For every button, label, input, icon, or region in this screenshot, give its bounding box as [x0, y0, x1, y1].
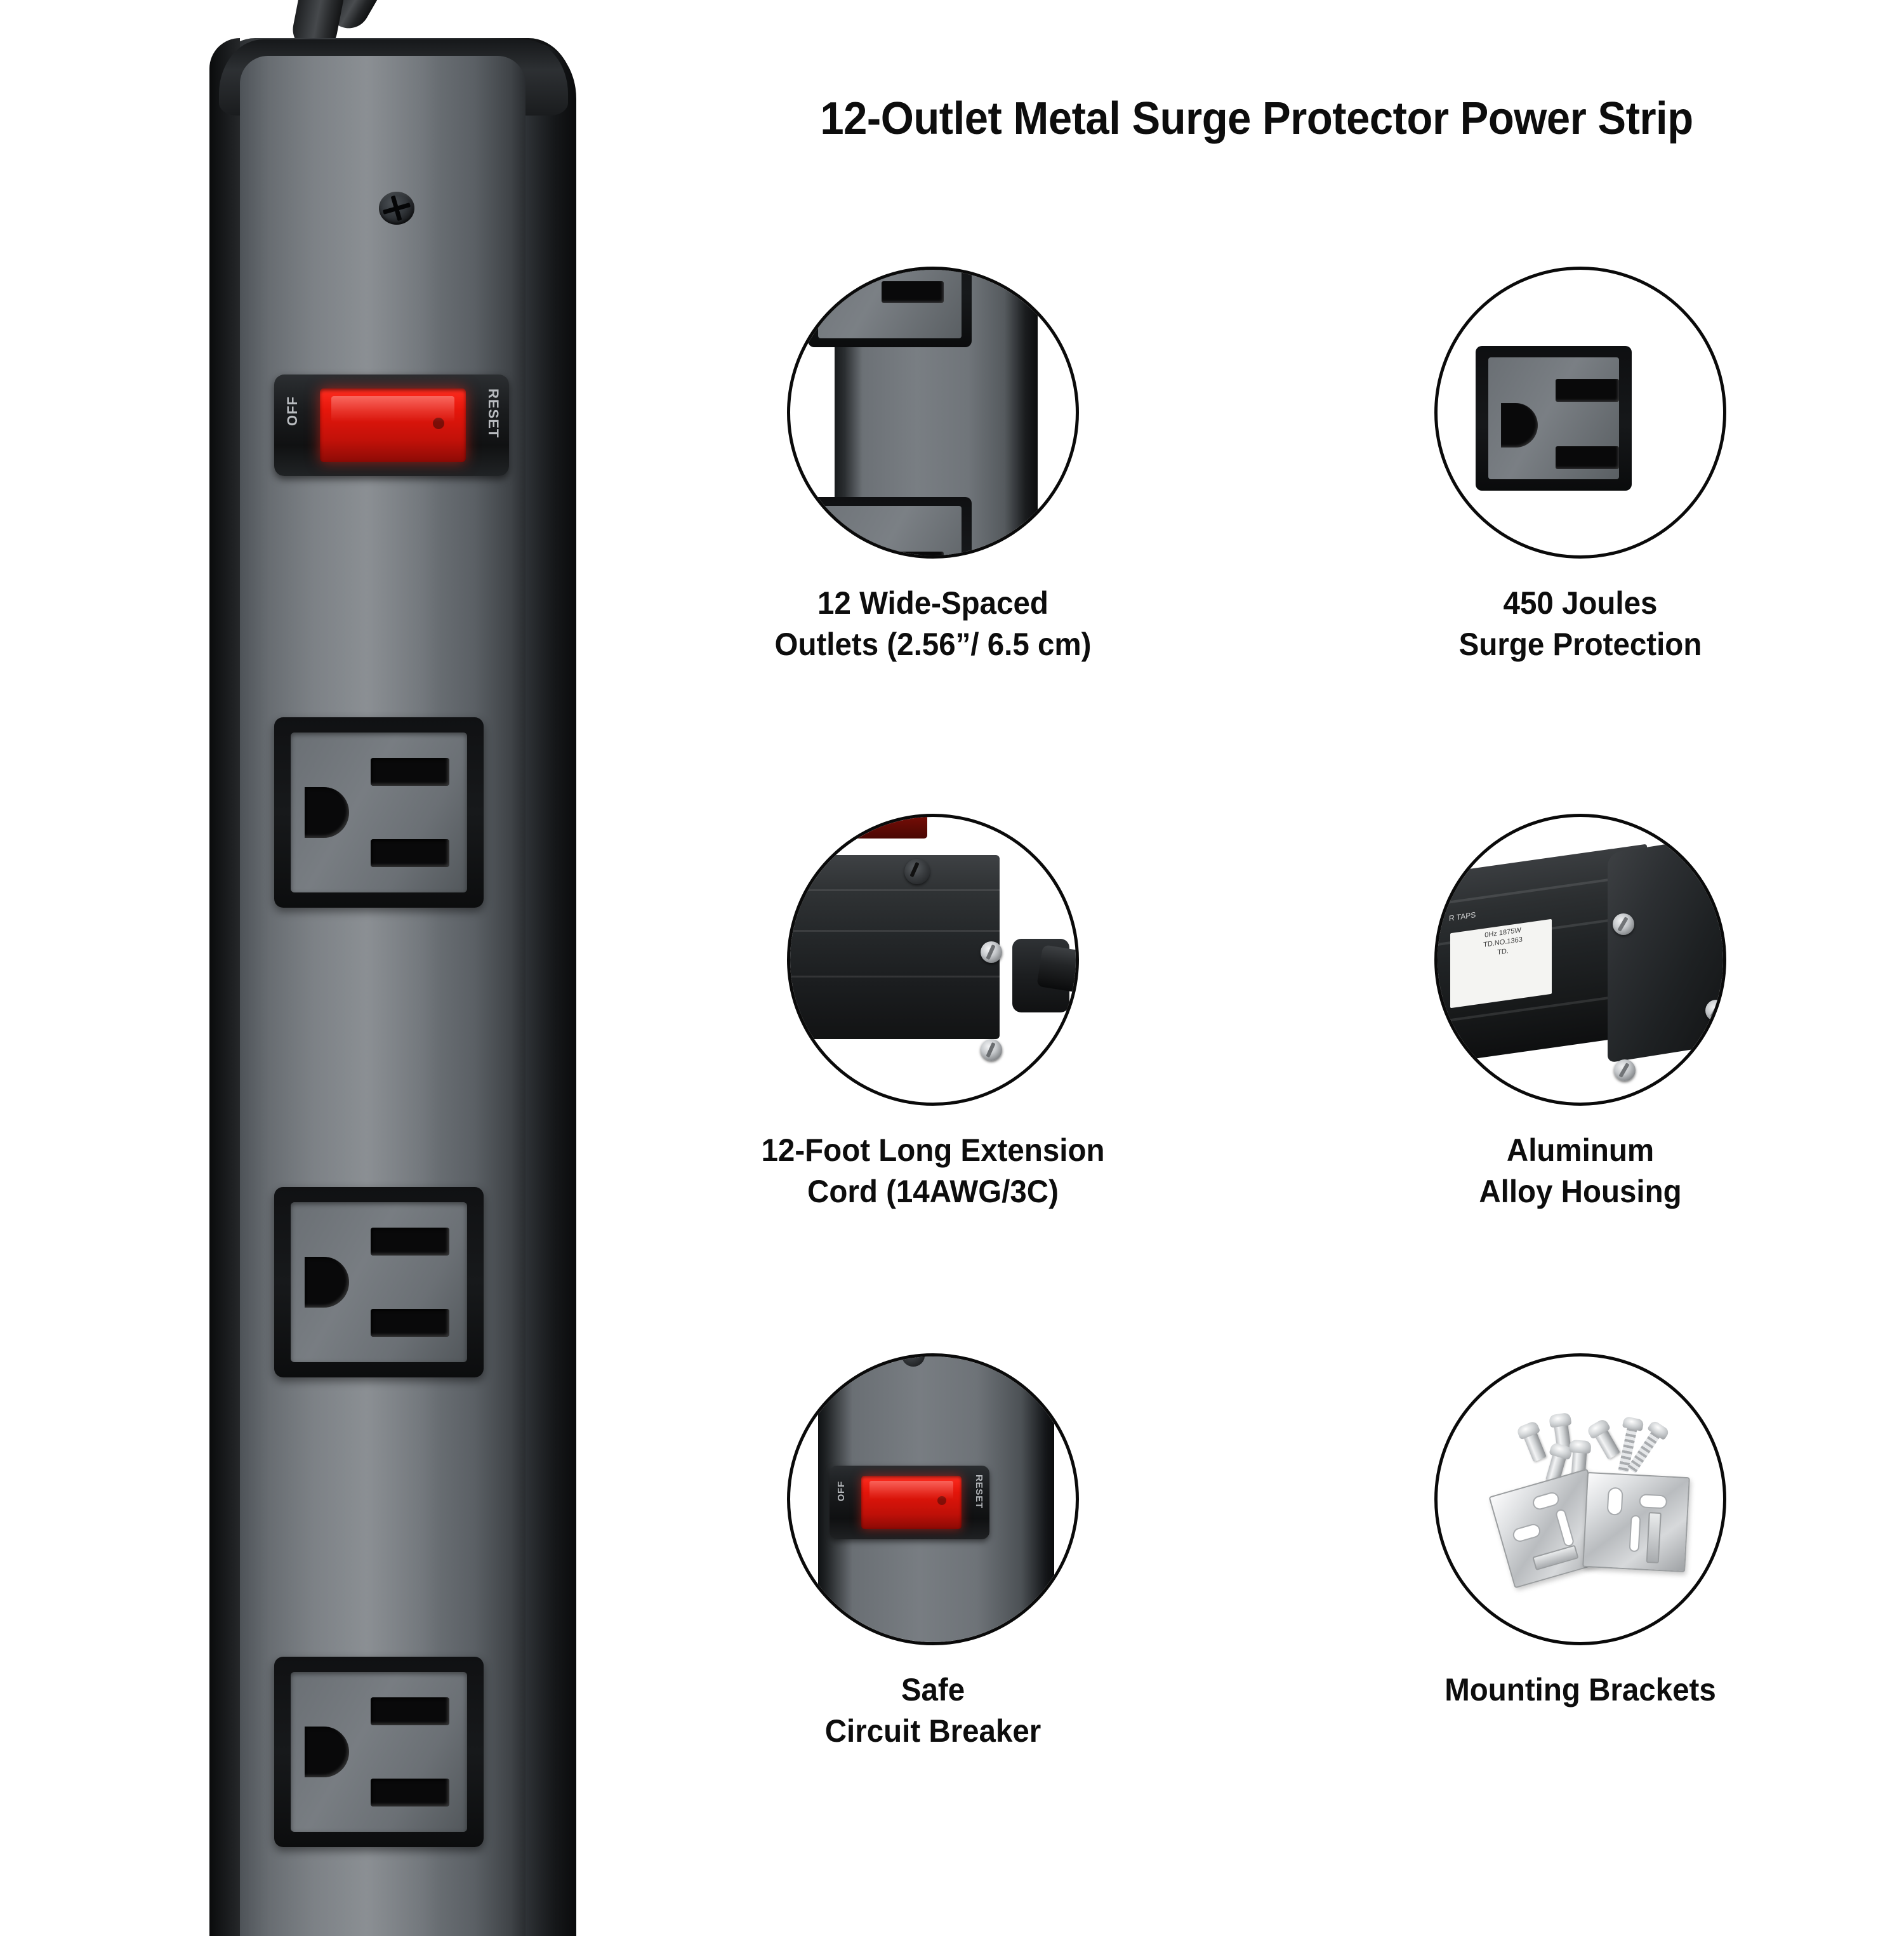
screw-icon: [981, 1039, 1002, 1061]
caption-line-1: 12-Foot Long Extension: [761, 1132, 1105, 1168]
feature-caption: Aluminum Alloy Housing: [1273, 1130, 1888, 1212]
hot-slot: [371, 758, 449, 786]
feature-circuit-breaker: OFF RESET Safe Circuit Breaker: [609, 1353, 1257, 1752]
caption-line-2: Cord (14AWG/3C): [807, 1174, 1059, 1209]
neutral-slot: [371, 839, 449, 867]
feature-surge-protection: 450 Joules Surge Protection: [1257, 267, 1904, 665]
feature-caption: 450 Joules Surge Protection: [1273, 583, 1888, 665]
hot-slot: [371, 1697, 449, 1725]
caption-line-1: Safe: [901, 1672, 965, 1707]
screw-icon: [981, 941, 1002, 963]
neutral-slot: [371, 1309, 449, 1337]
breaker-off-label: OFF: [836, 1481, 847, 1502]
caption-line-1: 12 Wide-Spaced: [817, 585, 1048, 621]
screw-icon: [1613, 913, 1634, 935]
breaker-switch-icon: OFF RESET: [830, 1466, 989, 1539]
feature-extension-cord: 12-Foot Long Extension Cord (14AWG/3C): [609, 814, 1257, 1212]
feature-caption: 12-Foot Long Extension Cord (14AWG/3C): [626, 1130, 1241, 1212]
mounting-bracket: [1582, 1471, 1690, 1573]
feature-mounting-brackets: Mounting Brackets: [1257, 1353, 1904, 1711]
feature-image-two-outlets: [787, 267, 1079, 559]
neutral-slot-icon: [1556, 446, 1619, 469]
rating-label: 0Hz 1875W TD.NO.1363 TD.: [1450, 918, 1552, 1009]
breaker-reset-label: RESET: [974, 1475, 984, 1509]
caption-line-2: Circuit Breaker: [824, 1713, 1041, 1749]
caption-line-2: Outlets (2.56”/ 6.5 cm): [774, 627, 1092, 662]
page-title: 12-Outlet Metal Surge Protector Power St…: [820, 93, 1693, 144]
blade-slot-icon: [882, 281, 944, 303]
outlet-2: [274, 1187, 484, 1377]
power-strip-right-edge: [520, 43, 576, 1936]
blade-slot-icon: [882, 552, 944, 555]
neutral-slot: [371, 1779, 449, 1807]
power-strip-face: [240, 56, 526, 1936]
screw-icon: [902, 1356, 925, 1367]
switch-off-label: OFF: [284, 396, 300, 426]
ground-pin-slot: [305, 1727, 349, 1777]
feature-aluminum-housing: R TAPS 0Hz 1875W TD.NO.1363 TD. Aluminum…: [1257, 814, 1904, 1212]
feature-caption: Mounting Brackets: [1273, 1669, 1888, 1711]
ground-pin-slot: [305, 787, 349, 838]
outlet-3: [274, 1657, 484, 1847]
screw-icon: [1705, 1000, 1723, 1021]
caption-line-2: Alloy Housing: [1479, 1174, 1682, 1209]
feature-caption: Safe Circuit Breaker: [626, 1669, 1241, 1752]
screw-icon: [1707, 870, 1723, 892]
ground-pin-slot-icon: [1501, 403, 1538, 448]
feature-image-breaker-switch: OFF RESET: [787, 1353, 1079, 1645]
screw-icon: [1585, 1417, 1621, 1460]
hot-slot: [371, 1228, 449, 1256]
feature-image-single-outlet: [1434, 267, 1726, 559]
screw-icon: [1077, 887, 1079, 908]
housing-screw-icon: [379, 192, 414, 225]
indicator-edge-icon: [845, 817, 927, 839]
caption-line-1: 450 Joules: [1503, 585, 1658, 621]
feature-caption: 12 Wide-Spaced Outlets (2.56”/ 6.5 cm): [626, 583, 1241, 665]
content-panel: 12-Outlet Metal Surge Protector Power St…: [609, 0, 1904, 1904]
screw-icon: [1614, 1059, 1636, 1081]
breaker-indicator-lens: [861, 1476, 962, 1529]
feature-image-mounting-brackets: [1434, 1353, 1726, 1645]
switch-indicator-lens: [320, 388, 466, 462]
product-photo: OFF RESET: [0, 0, 609, 1936]
feature-wide-spaced-outlets: 12 Wide-Spaced Outlets (2.56”/ 6.5 cm): [609, 267, 1257, 665]
screw-icon: [1516, 1420, 1547, 1462]
ground-pin-slot: [305, 1257, 349, 1308]
caption-line-1: Aluminum: [1506, 1132, 1655, 1168]
caption-line-2: Surge Protection: [1458, 627, 1702, 662]
feature-image-cord-exit: [787, 814, 1079, 1106]
feature-image-housing-endcap: R TAPS 0Hz 1875W TD.NO.1363 TD.: [1434, 814, 1726, 1106]
hot-slot-icon: [1556, 379, 1619, 402]
power-strip-left-edge: [209, 38, 240, 1936]
caption-line-1: Mounting Brackets: [1445, 1672, 1716, 1707]
power-switch[interactable]: OFF RESET: [274, 375, 509, 476]
feature-grid: 12 Wide-Spaced Outlets (2.56”/ 6.5 cm) 4…: [609, 267, 1904, 1892]
screw-icon: [904, 859, 930, 884]
ground-pin-slot-icon: [823, 270, 857, 282]
outlet-1: [274, 717, 484, 908]
switch-reset-label: RESET: [486, 388, 501, 439]
